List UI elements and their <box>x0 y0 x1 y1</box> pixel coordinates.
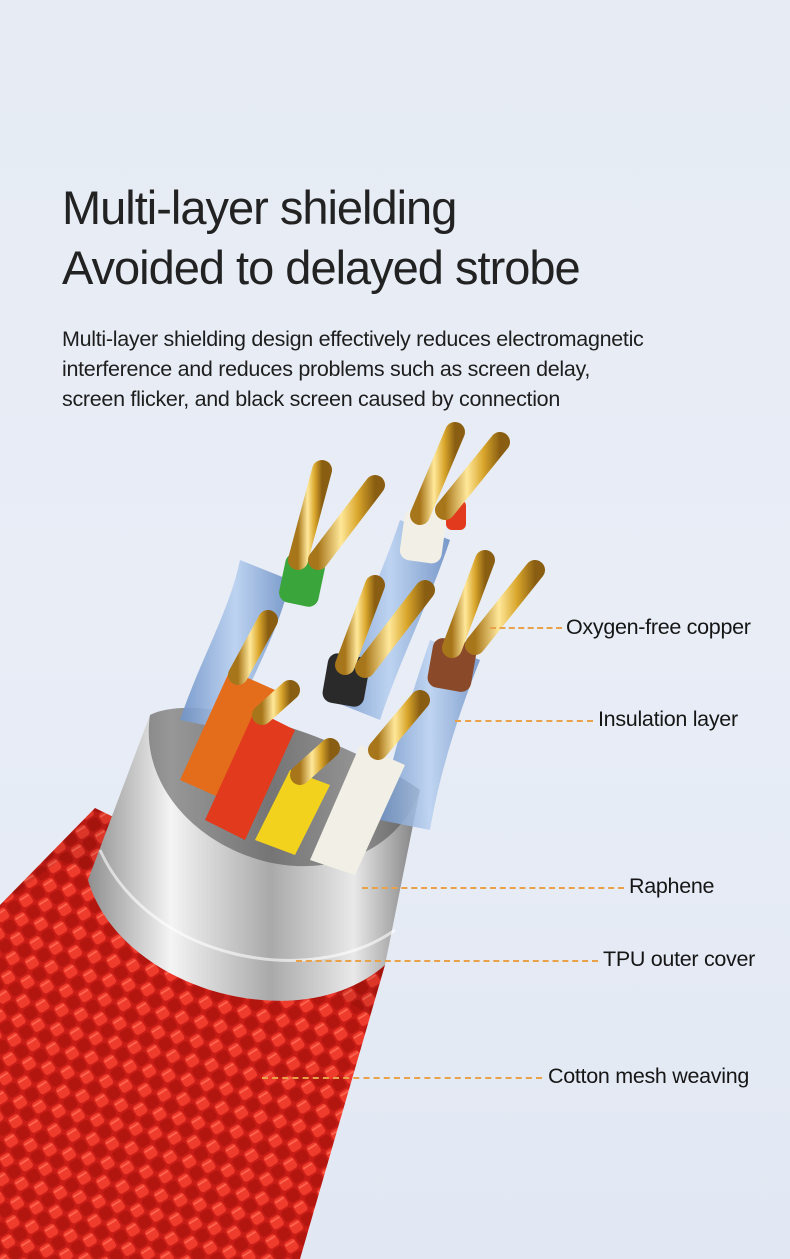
callout-insulation-layer: Insulation layer <box>598 707 738 731</box>
leader-line-oxygen-free-copper <box>490 627 562 629</box>
headline-line-2: Avoided to delayed strobe <box>62 241 581 294</box>
leader-line-insulation-layer <box>455 720 593 722</box>
leader-line-raphene <box>362 887 624 889</box>
callout-cotton-mesh-weaving: Cotton mesh weaving <box>548 1064 750 1088</box>
headline: Multi-layer shielding Avoided to delayed… <box>62 178 581 298</box>
leader-line-tpu-outer-cover <box>296 960 598 962</box>
callout-tpu-outer-cover: TPU outer cover <box>603 947 756 971</box>
description-line-1: Multi-layer shielding design effectively… <box>62 327 644 351</box>
headline-line-1: Multi-layer shielding <box>62 181 457 234</box>
description-line-3: screen flicker, and black screen caused … <box>62 387 561 411</box>
description: Multi-layer shielding design effectively… <box>62 324 752 414</box>
callout-raphene: Raphene <box>629 874 715 898</box>
leader-line-cotton-mesh-weaving <box>262 1077 542 1079</box>
description-line-2: interference and reduces problems such a… <box>62 357 591 381</box>
callout-oxygen-free-copper: Oxygen-free copper <box>566 615 751 639</box>
